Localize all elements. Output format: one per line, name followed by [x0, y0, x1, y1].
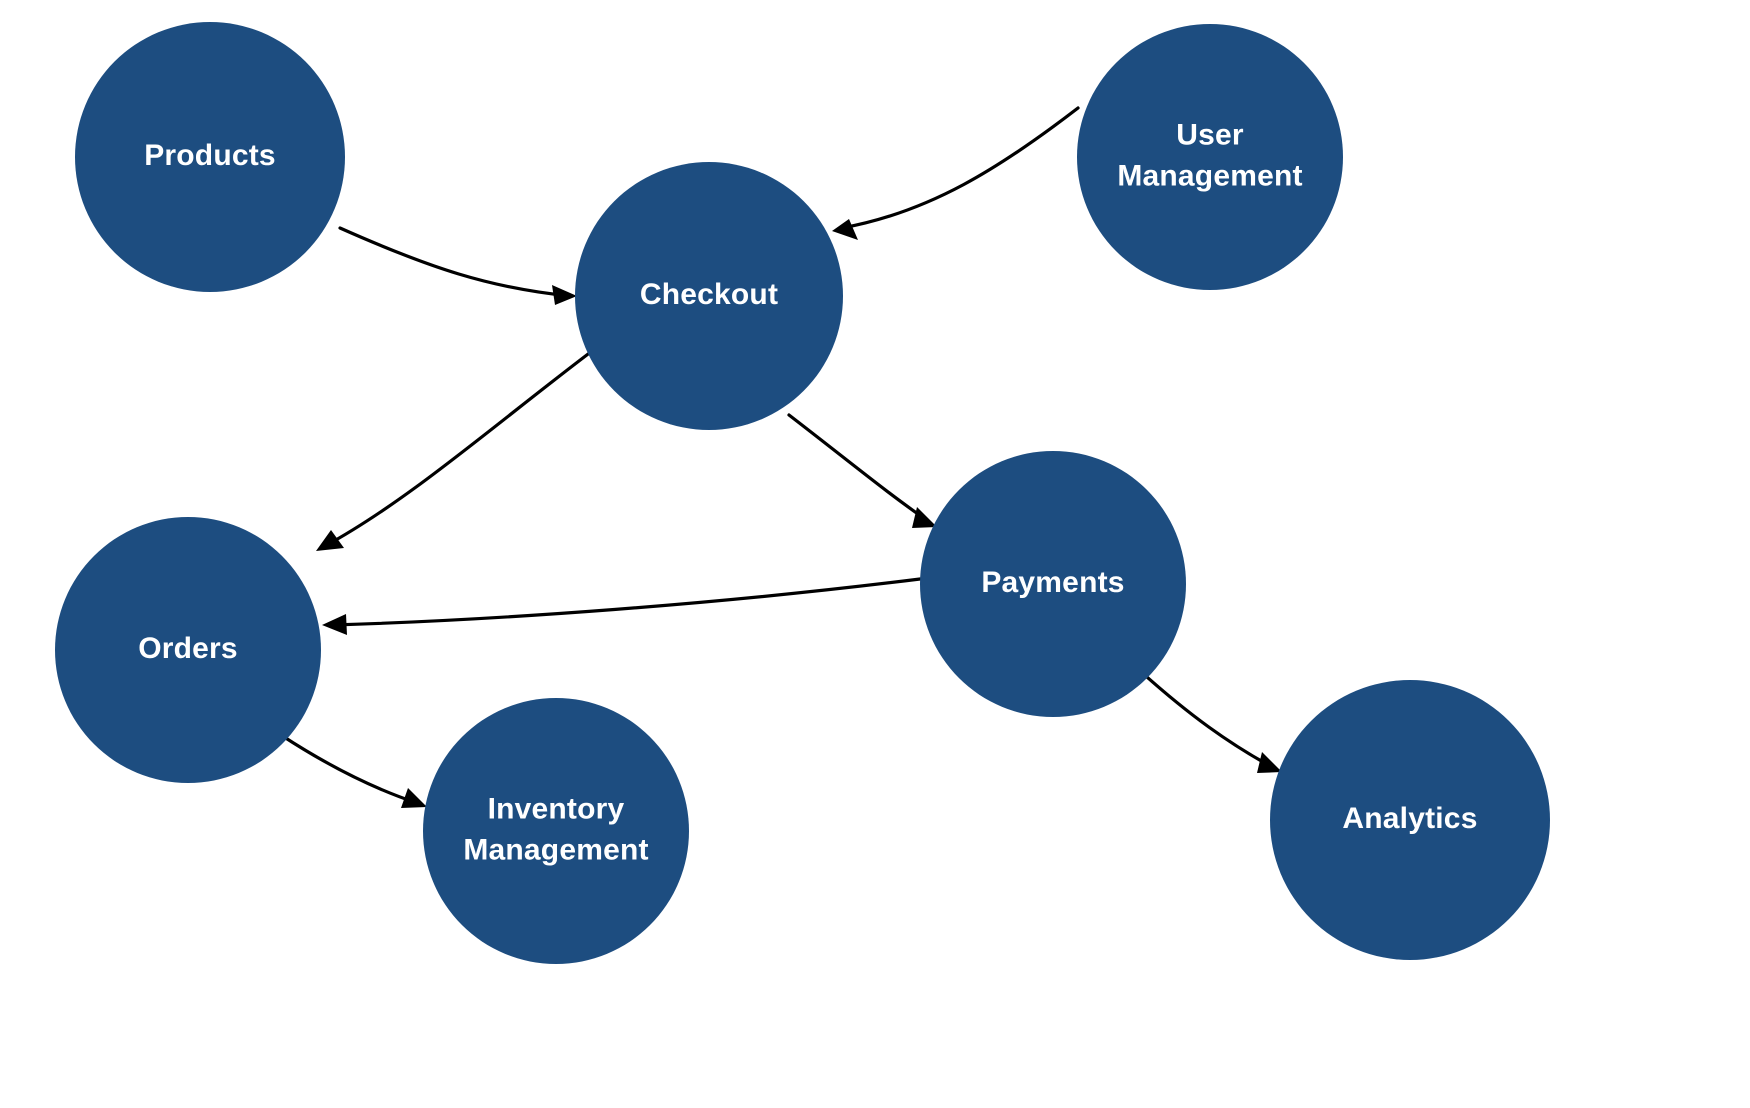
node-shape[interactable] — [55, 517, 321, 783]
node-analytics[interactable]: Analytics — [1270, 680, 1550, 960]
edge-line — [338, 226, 572, 298]
node-label: Checkout — [640, 278, 778, 311]
edge-line — [331, 577, 922, 627]
arrowhead-icon — [912, 507, 937, 528]
arrowhead-icon — [1257, 752, 1282, 773]
node-shape[interactable] — [1077, 24, 1343, 290]
edge-user-management-to-checkout — [832, 106, 1080, 240]
node-label-line: User — [1176, 118, 1244, 151]
edge-checkout-to-payments — [787, 413, 937, 528]
edge-checkout-to-orders — [316, 343, 602, 551]
node-shape[interactable] — [1270, 680, 1550, 960]
edge-payments-to-orders — [322, 577, 922, 635]
arrowhead-icon — [552, 285, 577, 305]
node-label: Payments — [981, 566, 1124, 599]
edge-payments-to-analytics — [1136, 667, 1282, 773]
edge-line — [787, 413, 930, 523]
node-shape[interactable] — [75, 22, 345, 292]
edges-layer — [279, 106, 1282, 808]
node-checkout[interactable]: Checkout — [575, 162, 843, 430]
node-label: Analytics — [1342, 802, 1477, 835]
node-label-line: Orders — [138, 632, 238, 665]
node-products[interactable]: Products — [75, 22, 345, 292]
arrowhead-icon — [401, 788, 427, 808]
node-shape[interactable] — [575, 162, 843, 430]
node-label: Products — [144, 139, 276, 172]
edge-products-to-checkout — [338, 226, 577, 305]
node-label-line: Products — [144, 139, 276, 172]
node-shape[interactable] — [920, 451, 1186, 717]
node-shape[interactable] — [423, 698, 689, 964]
node-label-line: Payments — [981, 566, 1124, 599]
node-label-line: Management — [1117, 159, 1302, 192]
node-payments[interactable]: Payments — [920, 451, 1186, 717]
edge-line — [1136, 667, 1274, 769]
edge-line — [323, 343, 602, 548]
arrowhead-icon — [832, 219, 858, 240]
node-orders[interactable]: Orders — [55, 517, 321, 783]
edge-line — [840, 106, 1080, 230]
node-label-line: Checkout — [640, 278, 778, 311]
arrowhead-icon — [322, 614, 347, 635]
arrowhead-icon — [316, 530, 344, 551]
node-label-line: Inventory — [488, 792, 625, 825]
edge-line — [279, 733, 419, 805]
node-label-line: Analytics — [1342, 802, 1477, 835]
edge-orders-to-inventory-management — [279, 733, 427, 808]
node-label-line: Management — [463, 833, 648, 866]
node-label: Orders — [138, 632, 238, 665]
